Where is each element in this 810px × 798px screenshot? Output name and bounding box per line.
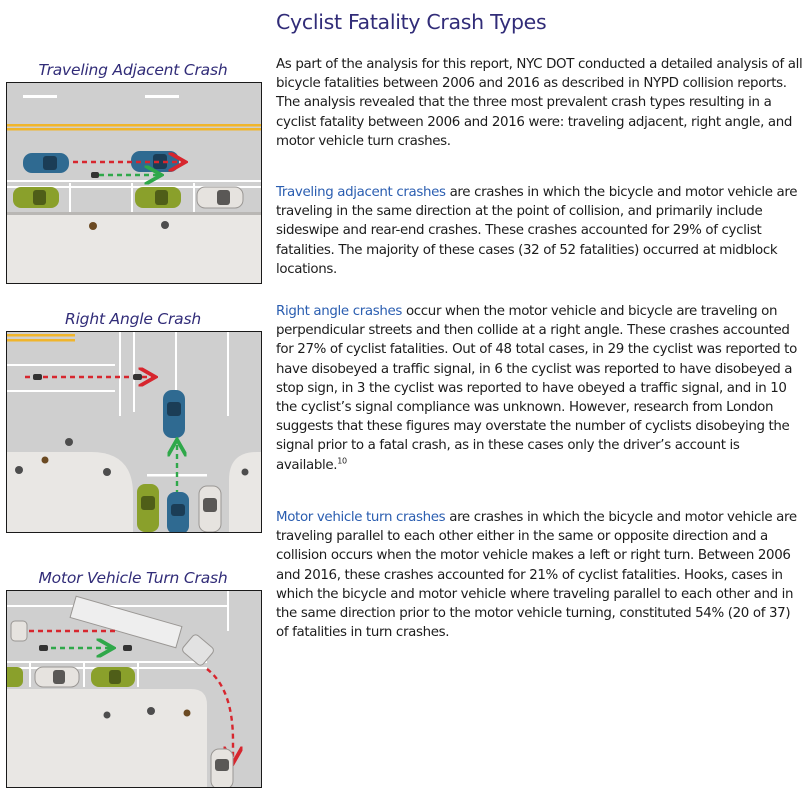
- traveling-adjacent-body: are crashes in which the bicycle and mot…: [276, 185, 798, 277]
- lane-dash: [23, 95, 179, 98]
- caption-right-angle: Right Angle Crash: [65, 310, 201, 328]
- motor-vehicle-turn-lead-in: Motor vehicle turn crashes: [276, 510, 446, 525]
- page-title: Cyclist Fatality Crash Types: [276, 10, 547, 34]
- motor-vehicle-turn-body: are crashes in which the bicycle and mot…: [276, 510, 797, 641]
- parking-lines: [69, 183, 195, 213]
- parking-lines: [29, 663, 139, 687]
- right-angle-body: occur when the motor vehicle and bicycle…: [276, 304, 797, 473]
- pedestrian: [65, 438, 73, 446]
- yellow-center-line: [7, 124, 261, 127]
- cyclist: [33, 374, 42, 380]
- traveling-adjacent-diagram: [6, 82, 262, 284]
- cyclist: [39, 645, 48, 651]
- pedestrian: [103, 711, 111, 719]
- traveling-adjacent-paragraph: Traveling adjacent crashes are crashes i…: [276, 183, 806, 279]
- sidewalk-corner: [7, 452, 261, 532]
- green-car: [137, 484, 159, 532]
- white-car: [198, 485, 222, 532]
- pedestrian: [147, 707, 155, 715]
- right-angle-lead-in: Right angle crashes: [276, 304, 403, 319]
- blue-car: [23, 153, 69, 173]
- intro-paragraph: As part of the analysis for this report,…: [276, 57, 803, 149]
- motor-vehicle-turn-paragraph: Motor vehicle turn crashes are crashes i…: [276, 508, 806, 642]
- pedestrian: [41, 456, 49, 464]
- blue-car: [167, 492, 189, 532]
- footnote-marker: 10: [337, 456, 347, 466]
- white-car: [210, 748, 234, 787]
- yellow-center-line: [7, 334, 75, 337]
- white-car: [196, 186, 244, 209]
- pedestrian: [241, 468, 249, 476]
- green-car: [135, 187, 181, 208]
- cyclist: [123, 645, 132, 651]
- white-car: [34, 666, 80, 688]
- vehicle-turn-arrow: [206, 668, 233, 761]
- box-truck: [69, 595, 214, 666]
- traveling-adjacent-lead-in: Traveling adjacent crashes: [276, 185, 446, 200]
- motor-vehicle-turn-diagram: [6, 590, 262, 788]
- sidewalk-corner: [7, 689, 207, 787]
- green-car: [13, 187, 59, 208]
- green-car: [91, 667, 135, 687]
- right-angle-paragraph: Right angle crashes occur when the motor…: [276, 302, 806, 475]
- right-angle-diagram: [6, 331, 262, 533]
- pedestrian: [103, 468, 111, 476]
- diagram-column: Traveling Adjacent Crash: [0, 0, 268, 798]
- caption-traveling-adjacent: Traveling Adjacent Crash: [38, 61, 228, 79]
- white-car: [10, 620, 28, 642]
- pedestrian: [15, 466, 23, 474]
- cyclist: [91, 172, 99, 178]
- pedestrian: [161, 221, 169, 229]
- pedestrian: [89, 222, 97, 230]
- caption-motor-vehicle-turn: Motor Vehicle Turn Crash: [38, 569, 228, 587]
- blue-car: [163, 390, 185, 438]
- sidewalk: [7, 214, 261, 283]
- cyclist: [133, 374, 142, 380]
- bike-lane-line: [7, 180, 261, 182]
- pedestrian: [183, 709, 191, 717]
- green-car: [7, 667, 23, 687]
